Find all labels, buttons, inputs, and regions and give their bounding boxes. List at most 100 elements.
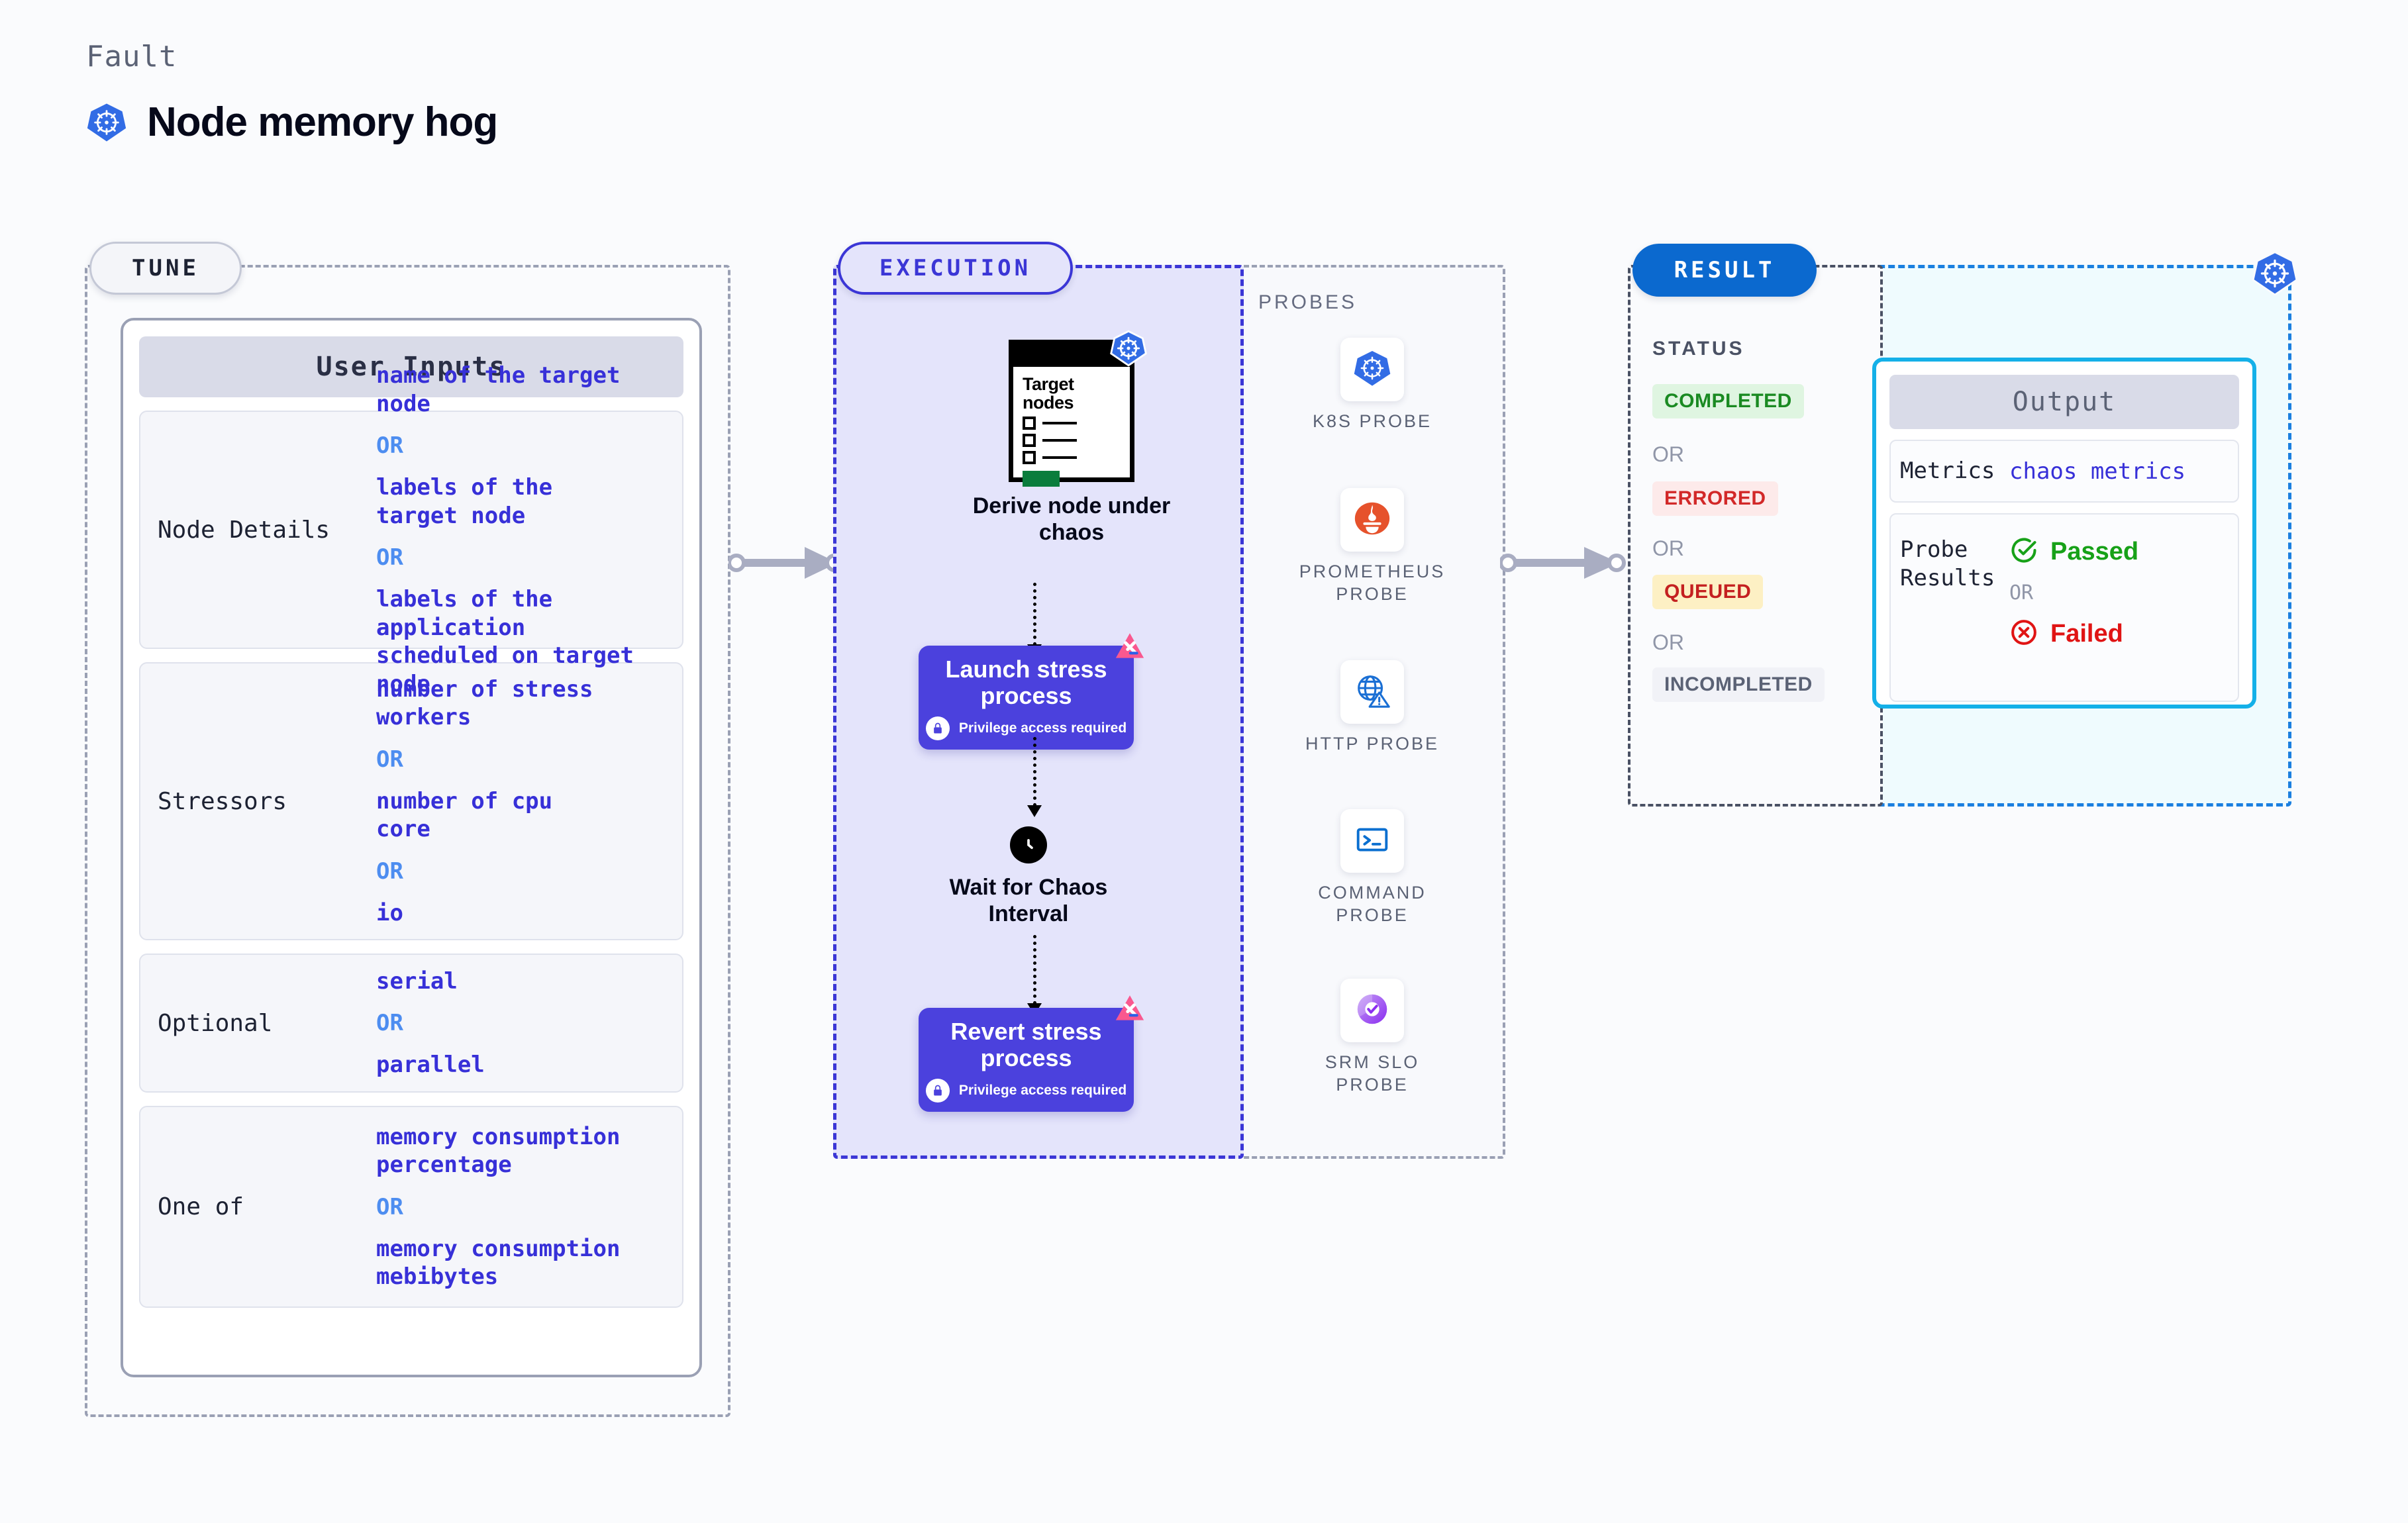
target-nodes-card: Target nodes — [1009, 330, 1147, 487]
checkbox-row — [1023, 416, 1130, 430]
input-label: Stressors — [158, 787, 287, 815]
output-label: Metrics — [1900, 458, 1995, 485]
target-nodes-title: Target nodes — [1023, 374, 1074, 413]
checkbox-icon — [1023, 416, 1036, 430]
kubernetes-icon — [1352, 348, 1393, 392]
input-row-optional: Optional serial OR parallel — [139, 954, 683, 1093]
output-row-probe-results: Probe Results Passed OR — [1889, 513, 2239, 702]
probe-k8s[interactable]: K8S PROBE — [1296, 338, 1448, 433]
input-value: name of the target node — [376, 362, 621, 417]
output-title: Output — [1889, 375, 2239, 429]
input-value: memory consumption percentage — [376, 1123, 621, 1179]
privilege-note: Privilege access required — [925, 1078, 1127, 1103]
input-value: serial — [376, 967, 458, 995]
clock-icon — [1010, 826, 1047, 863]
status-badge-incompleted: INCOMPLETED — [1652, 667, 1825, 702]
probe-label: PROMETHEUS PROBE — [1299, 562, 1446, 604]
probe-label: COMMAND PROBE — [1318, 883, 1427, 925]
input-label: One of — [158, 1193, 244, 1220]
input-value: number of stress workers — [376, 675, 593, 731]
fault-label: Fault — [86, 40, 177, 74]
or-separator: OR — [1652, 630, 1684, 654]
verdict-text: Failed — [2050, 620, 2123, 648]
probe-prometheus[interactable]: PROMETHEUS PROBE — [1296, 488, 1448, 606]
status-label: STATUS — [1652, 338, 1745, 360]
input-label: Optional — [158, 1009, 273, 1037]
line-placeholder — [1042, 421, 1077, 424]
flow-arrow — [1027, 737, 1042, 817]
or-separator: OR — [376, 544, 403, 571]
litmus-chaos-icon — [1113, 631, 1147, 669]
input-row-node-details: Node Details name of the target node OR … — [139, 362, 683, 697]
result-section-pill: RESULT — [1632, 244, 1817, 297]
terminal-icon — [1352, 819, 1393, 863]
probe-verdict-failed: Failed — [2009, 618, 2138, 650]
probe-label: SRM SLO PROBE — [1325, 1052, 1420, 1095]
checkbox-icon — [1023, 433, 1036, 447]
step-caption: Derive node under chaos — [972, 493, 1171, 546]
privilege-text: Privilege access required — [958, 1082, 1127, 1098]
fault-title-row: Node memory hog — [86, 99, 498, 146]
step-title: Launch stress process — [945, 656, 1107, 710]
connector-execution-result — [1500, 547, 1626, 579]
result-region — [1628, 265, 1883, 807]
probe-tile[interactable] — [1340, 488, 1404, 552]
or-separator: OR — [1652, 442, 1684, 466]
probe-tile[interactable] — [1340, 338, 1404, 401]
lock-icon — [925, 716, 950, 740]
user-inputs-card: User Inputs Node Details name of the tar… — [121, 318, 702, 1377]
kubernetes-icon — [2252, 250, 2298, 300]
input-value: io — [376, 899, 403, 926]
privilege-text: Privilege access required — [958, 720, 1127, 736]
probe-tile[interactable] — [1340, 660, 1404, 724]
probe-tile[interactable] — [1340, 979, 1404, 1042]
check-circle-icon — [2009, 536, 2038, 568]
checkbox-icon — [1023, 450, 1036, 464]
or-separator: OR — [2009, 581, 2034, 605]
execution-step-derive: Target nodes Derive node under chaos — [962, 330, 1181, 546]
prometheus-icon — [1352, 498, 1393, 542]
execution-section-pill: EXECUTION — [838, 242, 1073, 295]
page-header: Fault Node memory hog — [86, 40, 498, 146]
kubernetes-icon — [86, 102, 127, 143]
input-value: labels of the target node — [376, 474, 553, 529]
or-separator: OR — [376, 858, 403, 885]
tune-region — [85, 265, 730, 1417]
input-row-one-of: One of memory consumption percentage OR … — [139, 1106, 683, 1308]
kubernetes-icon — [1110, 330, 1147, 370]
tune-section-pill: TUNE — [89, 242, 242, 295]
or-separator: OR — [376, 1010, 403, 1036]
or-separator: OR — [376, 746, 403, 773]
probes-label: PROBES — [1258, 291, 1358, 313]
or-separator: OR — [1652, 536, 1684, 560]
probe-tile[interactable] — [1340, 809, 1404, 873]
line-placeholder — [1042, 438, 1077, 442]
input-value: number of cpu core — [376, 787, 553, 843]
execution-step-wait: Wait for Chaos Interval — [919, 826, 1138, 927]
output-value: chaos metrics — [2009, 458, 2186, 485]
input-value: parallel — [376, 1052, 485, 1078]
probe-label: K8S PROBE — [1312, 411, 1432, 431]
confirm-button-shape — [1023, 470, 1060, 487]
connector-tune-execution — [728, 547, 844, 579]
probe-command[interactable]: COMMAND PROBE — [1296, 809, 1448, 927]
probe-srm-slo[interactable]: SRM SLO PROBE — [1296, 979, 1448, 1097]
execution-step-launch: Launch stress process Privilege access r… — [919, 633, 1144, 750]
probe-verdict-passed: Passed — [2009, 536, 2138, 568]
user-inputs-title: User Inputs — [139, 336, 683, 397]
globe-warning-icon — [1352, 670, 1393, 714]
step-title: Revert stress process — [950, 1018, 1102, 1072]
input-row-stressors: Stressors number of stress workers OR nu… — [139, 662, 683, 940]
flow-arrow — [1027, 935, 1042, 1015]
output-label: Probe Results — [1900, 536, 1995, 591]
step-caption: Wait for Chaos Interval — [949, 875, 1108, 927]
input-value: labels of the application scheduled on t… — [376, 586, 634, 697]
page-title: Node memory hog — [147, 99, 498, 145]
input-value: memory consumption mebibytes — [376, 1235, 621, 1291]
input-label: Node Details — [158, 516, 330, 544]
or-separator: OR — [376, 432, 403, 459]
srm-slo-icon — [1352, 989, 1393, 1033]
lock-icon — [925, 1078, 950, 1103]
checkbox-row — [1023, 450, 1130, 464]
probe-http[interactable]: HTTP PROBE — [1296, 660, 1448, 756]
